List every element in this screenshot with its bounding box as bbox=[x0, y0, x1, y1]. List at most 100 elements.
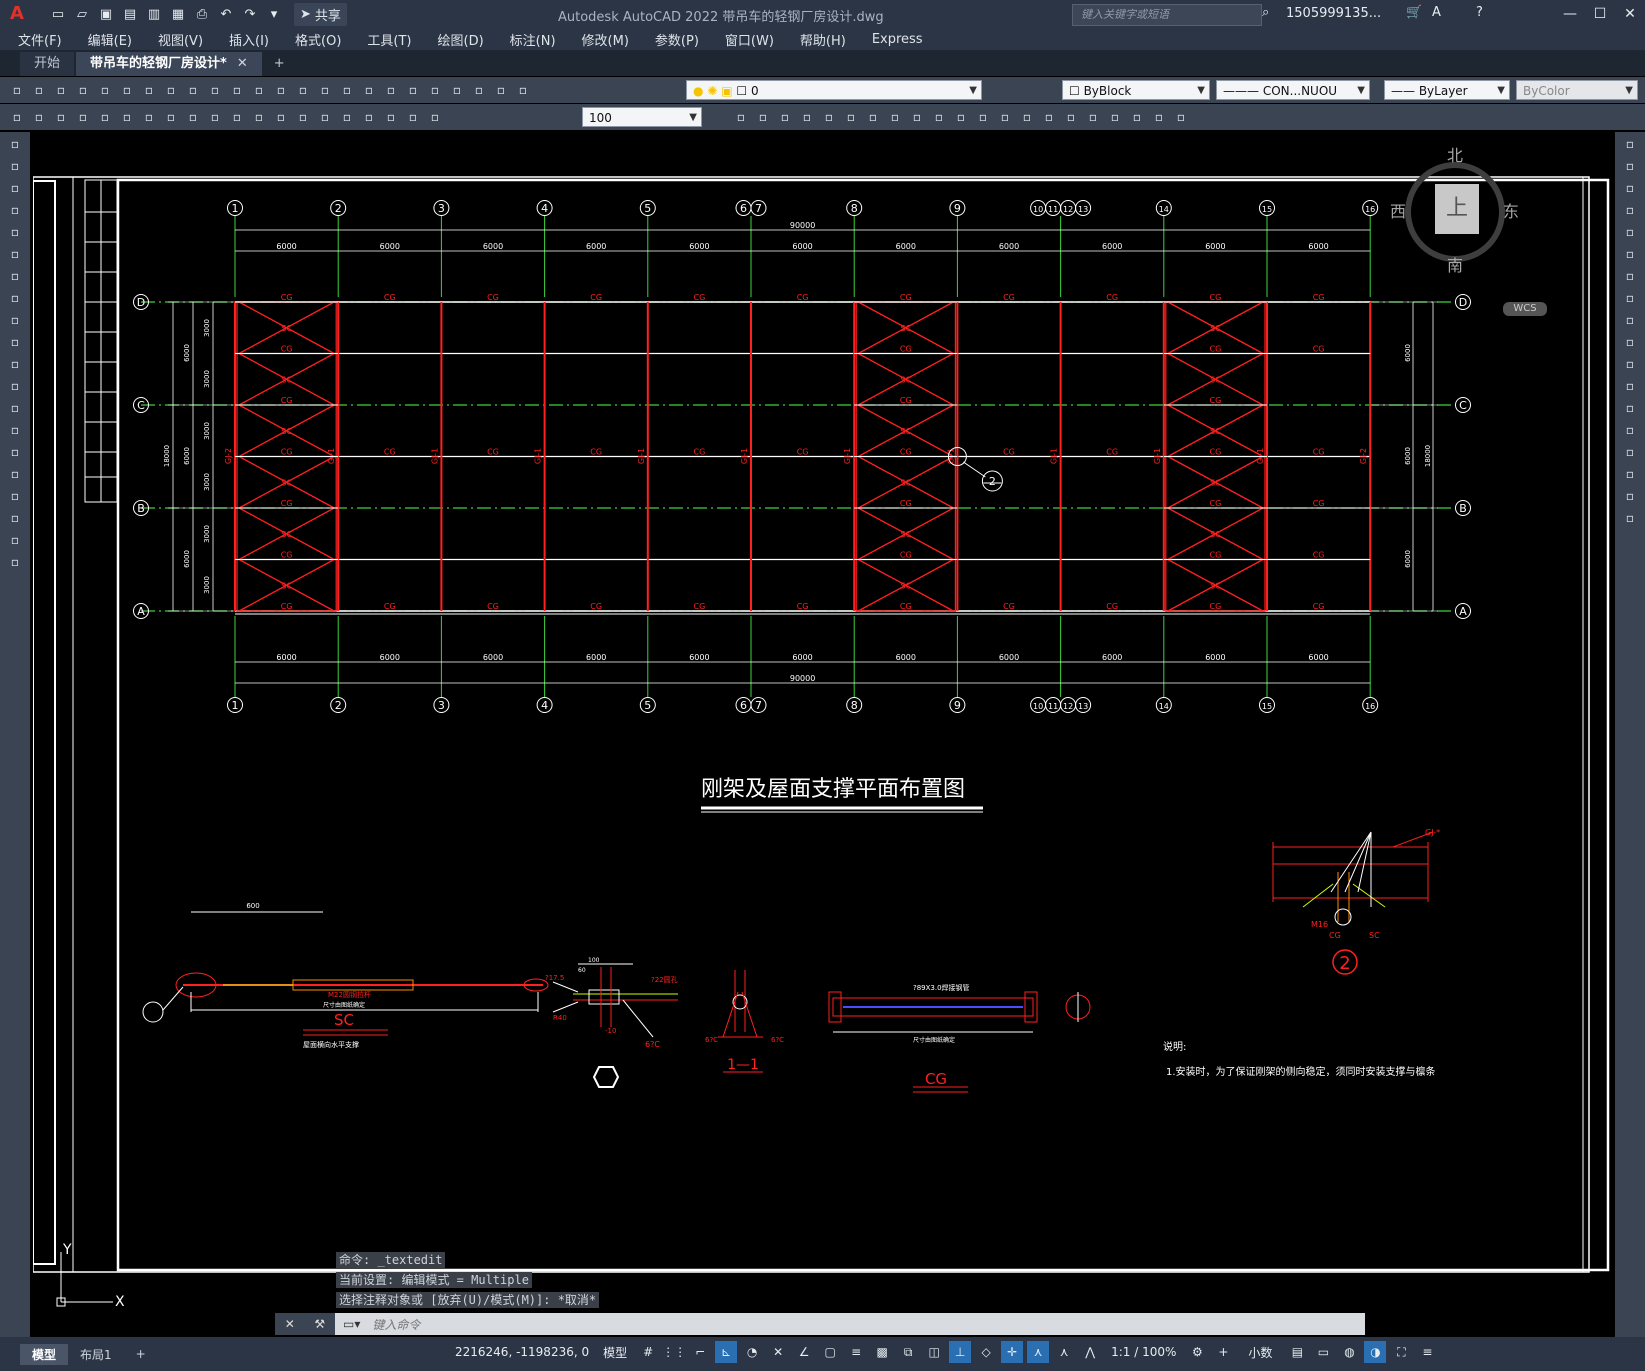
aligned-dim-icon[interactable]: ▫ bbox=[34, 110, 44, 124]
print-icon[interactable]: ⎙ bbox=[196, 6, 208, 22]
3d-slice-icon[interactable]: ▫ bbox=[1110, 110, 1120, 124]
infer-icon[interactable]: ⌐ bbox=[695, 1345, 706, 1359]
wcs-menu[interactable]: WCS bbox=[1503, 302, 1547, 316]
ellipse-arc-icon[interactable]: ▫ bbox=[10, 357, 20, 371]
minimize-button[interactable]: — bbox=[1563, 6, 1577, 22]
color-dropdown[interactable]: ☐ ByBlock▼ bbox=[1062, 80, 1210, 100]
ellipse-icon[interactable]: ▫ bbox=[10, 335, 20, 349]
jogged-icon[interactable]: ▫ bbox=[122, 110, 132, 124]
join-icon[interactable]: ▫ bbox=[1625, 423, 1635, 437]
snap-icon[interactable]: ⋮⋮ bbox=[662, 1345, 687, 1359]
wrench-icon[interactable]: ⚒ bbox=[314, 1317, 326, 1331]
3d-extract-icon[interactable]: ▫ bbox=[1176, 110, 1186, 124]
offset-icon[interactable]: ▫ bbox=[1625, 203, 1635, 217]
menu-item-11[interactable]: 帮助(H) bbox=[799, 33, 846, 49]
lineweight-dropdown[interactable]: —— ByLayer▼ bbox=[1384, 80, 1510, 100]
gear-icon[interactable]: ⚙ bbox=[1192, 1345, 1203, 1359]
trim-icon[interactable]: ▫ bbox=[1625, 335, 1635, 349]
command-prompt-icon[interactable]: ▭▾ bbox=[343, 1317, 361, 1331]
continue-icon[interactable]: ▫ bbox=[232, 110, 242, 124]
zoom-window-icon[interactable]: ▫ bbox=[342, 83, 352, 97]
linetype-dropdown[interactable]: ——— CON...NUOU▼ bbox=[1216, 80, 1370, 100]
3d-sphere-icon[interactable]: ▫ bbox=[802, 110, 812, 124]
update-icon[interactable]: ▫ bbox=[430, 110, 440, 124]
zoom-previous-icon[interactable]: ▫ bbox=[364, 83, 374, 97]
3d-presspull-icon[interactable]: ▫ bbox=[934, 110, 944, 124]
multiline-text-icon[interactable]: ▫ bbox=[10, 533, 20, 547]
3d-sweep-icon[interactable]: ▫ bbox=[956, 110, 966, 124]
viewcube-top-face[interactable]: 上 bbox=[1435, 184, 1479, 234]
search-input[interactable]: 键入关键字或短语 bbox=[1072, 4, 1262, 26]
3d-extrude-icon[interactable]: ▫ bbox=[912, 110, 922, 124]
selection-cycling-icon[interactable]: ⧉ bbox=[903, 1344, 913, 1359]
scale-icon[interactable]: ▫ bbox=[1625, 291, 1635, 305]
annotation-visibility-icon[interactable]: ⋏ bbox=[1027, 1341, 1050, 1363]
help-icon[interactable]: ? bbox=[1476, 5, 1483, 20]
hardware-accel-icon[interactable]: ◑ bbox=[1364, 1341, 1387, 1363]
fillet-icon[interactable]: ▫ bbox=[1625, 467, 1635, 481]
space-icon[interactable]: ▫ bbox=[254, 110, 264, 124]
break-at-point-icon[interactable]: ▫ bbox=[1625, 379, 1635, 393]
gradient-icon[interactable]: ▫ bbox=[10, 467, 20, 481]
redo-icon[interactable]: ↷ bbox=[244, 6, 256, 22]
arc-length-icon[interactable]: ▫ bbox=[56, 110, 66, 124]
publish-icon[interactable]: ▥ bbox=[147, 6, 161, 22]
close-icon[interactable]: ✕ bbox=[284, 1317, 295, 1331]
rotate-icon[interactable]: ▫ bbox=[1625, 269, 1635, 283]
region-icon[interactable]: ▫ bbox=[10, 489, 20, 503]
revision-cloud-icon[interactable]: ▫ bbox=[10, 291, 20, 305]
3d-loft-icon[interactable]: ▫ bbox=[1000, 110, 1010, 124]
zoom-realtime-icon[interactable]: ▫ bbox=[320, 83, 330, 97]
quick-properties-icon[interactable]: ▤ bbox=[1291, 1345, 1304, 1359]
lock-ui-icon[interactable]: ▭ bbox=[1317, 1345, 1330, 1359]
tab-start[interactable]: 开始 bbox=[20, 52, 75, 76]
paste-icon[interactable]: ▫ bbox=[210, 83, 220, 97]
polyline-icon[interactable]: ▫ bbox=[10, 181, 20, 195]
spline-icon[interactable]: ▫ bbox=[10, 313, 20, 327]
3d-interfere-icon[interactable]: ▫ bbox=[1088, 110, 1098, 124]
center-mark-icon[interactable]: ▫ bbox=[320, 110, 330, 124]
cart-icon[interactable]: 🛒 bbox=[1406, 5, 1423, 20]
osnap-icon[interactable]: ▢ bbox=[824, 1345, 836, 1359]
search-icon[interactable]: ⌕ bbox=[1262, 5, 1270, 20]
annotation-scale[interactable]: 1:1 / 100% bbox=[1111, 1345, 1177, 1359]
autodesk-a-icon[interactable]: A bbox=[1432, 5, 1441, 20]
make-block-icon[interactable]: ▫ bbox=[10, 401, 20, 415]
menu-item-8[interactable]: 修改(M) bbox=[581, 33, 629, 49]
insert-block-icon[interactable]: ▫ bbox=[10, 379, 20, 393]
tab-model[interactable]: 模型 bbox=[20, 1343, 69, 1365]
menu-item-6[interactable]: 绘图(D) bbox=[437, 33, 484, 49]
coordinates-readout[interactable]: 2216246, -1198236, 0 bbox=[455, 1345, 590, 1359]
open-icon[interactable]: ▱ bbox=[77, 6, 87, 22]
publish-icon[interactable]: ▫ bbox=[122, 83, 132, 97]
menu-item-4[interactable]: 格式(O) bbox=[295, 33, 342, 49]
gizmo-icon[interactable]: ◇ bbox=[981, 1345, 991, 1359]
blend-curves-icon[interactable]: ▫ bbox=[1625, 489, 1635, 503]
polar-icon[interactable]: ◔ bbox=[746, 1345, 758, 1359]
angular-icon[interactable]: ▫ bbox=[166, 110, 176, 124]
3d-osnap-icon[interactable]: ◫ bbox=[928, 1345, 940, 1359]
properties-icon[interactable]: ▫ bbox=[386, 83, 396, 97]
grid-icon[interactable]: # bbox=[643, 1345, 654, 1359]
user-account[interactable]: 1505999135... bbox=[1286, 6, 1382, 21]
tab-drawing[interactable]: 带吊车的轻钢厂房设计*✕ bbox=[76, 52, 262, 76]
customize-status-icon[interactable]: ≡ bbox=[1422, 1345, 1433, 1359]
circle-icon[interactable]: ▫ bbox=[10, 269, 20, 283]
hatch-icon[interactable]: ▫ bbox=[10, 445, 20, 459]
point-icon[interactable]: ▫ bbox=[10, 423, 20, 437]
construction-line-icon[interactable]: ▫ bbox=[10, 159, 20, 173]
pan-icon[interactable]: ▫ bbox=[298, 83, 308, 97]
explode-icon[interactable]: ▫ bbox=[1625, 511, 1635, 525]
break-icon[interactable]: ▫ bbox=[1625, 401, 1635, 415]
command-input[interactable]: 键入命令 bbox=[372, 1317, 421, 1332]
transparency-icon[interactable]: ▩ bbox=[876, 1345, 888, 1359]
plotstyle-dropdown[interactable]: ByColor▼ bbox=[1516, 80, 1638, 100]
3d-subtract-icon[interactable]: ▫ bbox=[1044, 110, 1054, 124]
tab-layout1[interactable]: 布局1 bbox=[80, 1347, 112, 1362]
3d-cylinder-icon[interactable]: ▫ bbox=[824, 110, 834, 124]
baseline-icon[interactable]: ▫ bbox=[210, 110, 220, 124]
rectangle-icon[interactable]: ▫ bbox=[10, 225, 20, 239]
3d-imprint-icon[interactable]: ▫ bbox=[1154, 110, 1164, 124]
chamfer-icon[interactable]: ▫ bbox=[1625, 445, 1635, 459]
